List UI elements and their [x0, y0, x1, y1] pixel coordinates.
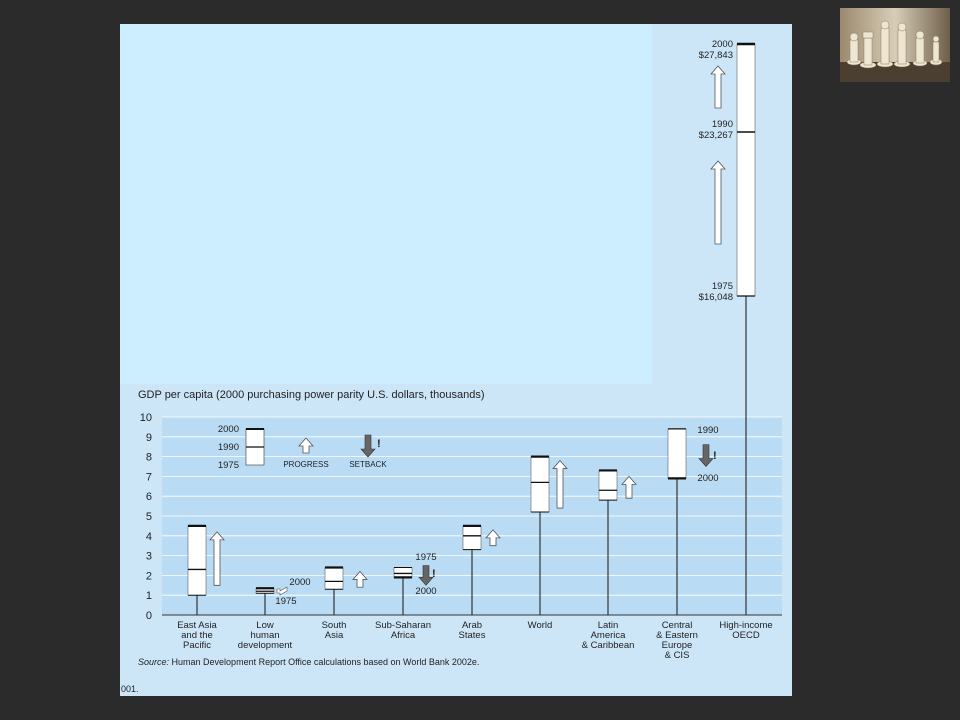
arab-states-box: [462, 525, 482, 550]
ssa-annot-top: 1975: [415, 552, 436, 563]
latin-america-progress-arrow: [621, 475, 637, 499]
category-label-line: & Eastern: [656, 630, 698, 641]
east-asia-box: [187, 525, 207, 596]
y-tick-7: 7: [146, 471, 152, 483]
category-label-line: America: [591, 630, 627, 641]
sub-saharan-exclamation-icon: !: [432, 568, 436, 580]
y-tick-5: 5: [146, 511, 152, 523]
oecd-progress-arrow-lower: [710, 160, 726, 245]
oecd-value-1990: $23,267: [699, 130, 733, 141]
central-europe-exclamation-icon: !: [713, 450, 717, 462]
y-tick-6: 6: [146, 491, 152, 503]
legend-progress-label: PROGRESS: [283, 460, 328, 469]
category-label-line: Central: [662, 620, 693, 631]
source-text: Human Development Report Office calculat…: [169, 657, 479, 667]
y-tick-4: 4: [146, 531, 152, 543]
category-label-line: East Asia: [177, 620, 217, 631]
y-tick-labels: 0 1 2 3 4 5 6 7 8 9 10: [140, 412, 152, 622]
source-note: Source: Human Development Report Office …: [138, 657, 479, 667]
chess-thumbnail-image: [840, 8, 950, 82]
category-label-line: Low: [256, 620, 274, 631]
world-progress-arrow: [552, 459, 568, 509]
progress-arrow-icon: [298, 437, 314, 454]
oecd-value-1975: $16,048: [699, 292, 733, 303]
central-europe-setback-arrow: [698, 444, 714, 467]
chart-title: GDP per capita (2000 purchasing power pa…: [138, 389, 484, 401]
oecd-progress-arrow-upper: [710, 65, 726, 109]
setback-exclamation-icon: !: [377, 438, 381, 450]
oecd-year-2000: 2000: [712, 39, 733, 50]
category-label-line: Latin: [598, 620, 619, 631]
source-label: Source:: [138, 657, 170, 667]
setback-arrow-icon: [360, 434, 376, 458]
chart-marks: !!: [187, 42, 756, 615]
category-label-line: and the: [181, 630, 213, 641]
east-asia-progress-arrow: [209, 531, 225, 586]
south-asia-box: [324, 567, 344, 590]
category-label-line: Sub-Saharan: [375, 620, 431, 631]
category-label-world: World: [528, 620, 553, 631]
y-tick-10: 10: [140, 412, 152, 424]
legend-setback-label: SETBACK: [349, 460, 387, 469]
y-tick-2: 2: [146, 570, 152, 582]
chart-background-inset: [120, 24, 652, 384]
category-label-line: & CIS: [665, 650, 690, 661]
ceeu-annot-bottom: 2000: [697, 473, 718, 484]
category-label-line: Pacific: [183, 640, 211, 651]
central-europe-box: [667, 428, 687, 479]
category-label-line: OECD: [732, 630, 760, 641]
category-label-line: Europe: [662, 640, 693, 651]
legend-year-1975: 1975: [218, 460, 239, 471]
category-label-line: human: [250, 630, 279, 641]
category-label-line: High-income: [719, 620, 772, 631]
high-income-box: [736, 43, 756, 297]
category-label-line: World: [528, 620, 553, 631]
category-label-line: Asia: [325, 630, 344, 641]
oecd-year-1990: 1990: [712, 119, 733, 130]
ssa-annot-bottom: 2000: [415, 586, 436, 597]
world-box: [530, 456, 550, 513]
low-hd-progress-arrow: [276, 586, 288, 596]
low-hd-annot-top: 2000: [289, 577, 310, 588]
y-tick-1: 1: [146, 590, 152, 602]
ceeu-annot-top: 1990: [697, 425, 718, 436]
category-label-line: Africa: [391, 630, 416, 641]
page-number: 001.: [121, 684, 139, 694]
y-tick-8: 8: [146, 452, 152, 464]
category-label-line: & Caribbean: [582, 640, 635, 651]
legend: 2000 1990 1975 PROGRESS ! SETBACK: [218, 424, 387, 471]
sub-saharan-setback-arrow: [418, 565, 434, 586]
y-tick-0: 0: [146, 610, 152, 622]
category-label-line: South: [322, 620, 347, 631]
south-asia-progress-arrow: [352, 570, 368, 588]
sub-saharan-box: [393, 567, 413, 578]
legend-year-2000: 2000: [218, 424, 239, 435]
low-hd-annot-bottom: 1975: [275, 596, 296, 607]
category-label-line: Arab: [462, 620, 482, 631]
legend-year-1990: 1990: [218, 442, 239, 453]
arab-states-progress-arrow: [485, 529, 501, 547]
category-label-line: development: [238, 640, 293, 651]
oecd-value-2000: $27,843: [699, 50, 733, 61]
category-label-line: States: [459, 630, 486, 641]
latin-america-box: [598, 470, 618, 501]
y-tick-3: 3: [146, 551, 152, 563]
y-tick-9: 9: [146, 432, 152, 444]
oecd-year-1975: 1975: [712, 281, 733, 292]
